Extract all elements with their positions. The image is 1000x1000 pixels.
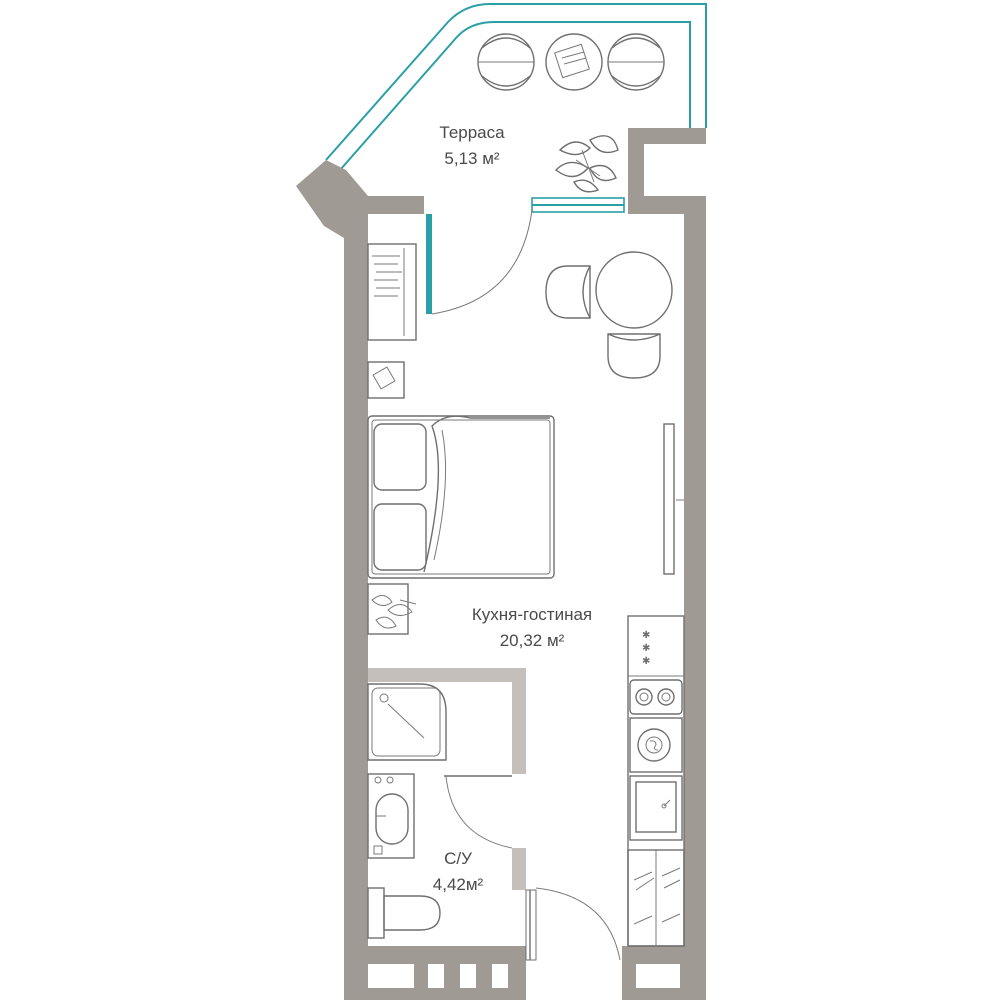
wall-right	[684, 196, 706, 1000]
wardrobe-icon	[627, 849, 685, 947]
doors	[426, 209, 621, 961]
wall-top-right	[628, 196, 706, 214]
sink-icon	[367, 773, 415, 859]
chair-icon	[545, 265, 591, 319]
window-opening-5	[636, 964, 680, 988]
bathroom-furniture: С/У 4,42м²	[367, 683, 484, 939]
entrance-door-swing	[535, 887, 621, 961]
tv-panel	[663, 423, 675, 575]
living-room-area-value: 20,32 м²	[500, 631, 565, 650]
terrace-name: Терраса	[439, 123, 505, 142]
svg-text:✱: ✱	[642, 643, 650, 654]
nightstand-icon	[367, 361, 405, 399]
living-room-name: Кухня-гостиная	[472, 605, 592, 624]
bathroom-area-value: 4,42м²	[433, 875, 484, 894]
plant-icon	[554, 135, 619, 193]
window-opening-2	[428, 964, 444, 988]
washing-machine-icon	[629, 717, 683, 773]
window-opening-3	[460, 964, 476, 988]
terrace-area-value: 5,13 м²	[444, 149, 499, 168]
living-furniture: Кухня-гостиная 20,32 м²	[367, 243, 684, 650]
toilet-icon	[367, 887, 441, 939]
chair-icon	[607, 33, 665, 91]
bathroom-name: С/У	[444, 849, 472, 868]
stove-icon: ✱ ✱ ✱	[628, 630, 684, 677]
table-icon	[595, 251, 673, 329]
shower-icon	[367, 683, 447, 761]
bathroom-wall-right-lower	[512, 848, 526, 890]
chair-icon	[607, 333, 661, 379]
wardrobe-icon	[367, 243, 417, 341]
table-icon	[545, 33, 603, 91]
kitchen-furniture: ✱ ✱ ✱	[627, 615, 685, 947]
hob-icon	[629, 679, 683, 715]
walls	[344, 196, 706, 1000]
bathroom-door-swing	[445, 775, 513, 849]
plant-icon	[367, 583, 417, 635]
bathroom-wall-top	[368, 668, 526, 682]
window-opening-1	[368, 964, 414, 988]
terrace-glass-railing-inner	[339, 21, 691, 171]
terrace-door-swing	[431, 209, 533, 315]
svg-text:✱: ✱	[642, 656, 650, 667]
bed-icon	[367, 415, 555, 579]
terrace-door-leaf	[426, 214, 432, 314]
wall-top-left	[344, 196, 424, 214]
bathroom-wall-right-upper	[512, 668, 526, 774]
window-opening-4	[492, 964, 508, 988]
svg-text:✱: ✱	[642, 630, 650, 641]
terrace-glass-railing-outer	[325, 3, 707, 161]
wall-left	[344, 214, 368, 1000]
chair-icon	[477, 33, 535, 91]
sink-icon	[629, 775, 683, 841]
entrance-door-leaf	[525, 889, 537, 961]
